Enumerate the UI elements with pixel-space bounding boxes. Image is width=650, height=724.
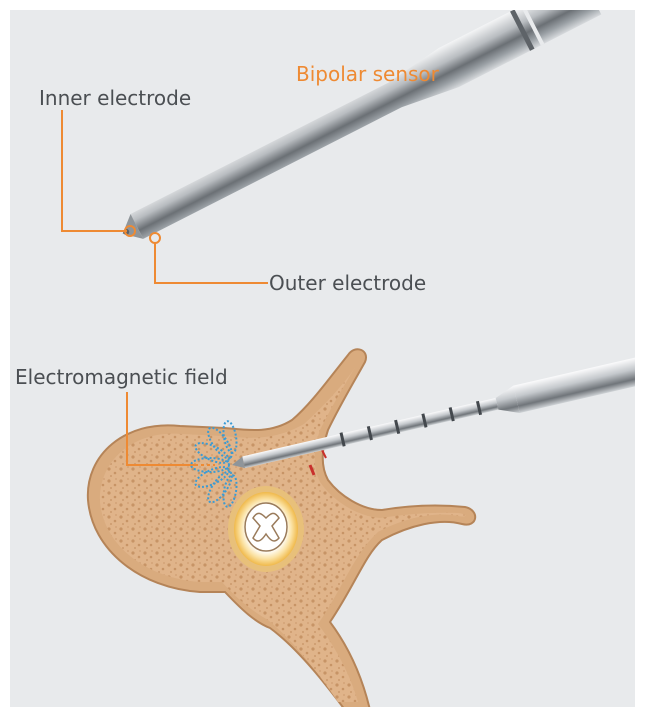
vertebra-cross-section-icon: [88, 349, 475, 707]
outer-electrode-label: Outer electrode: [269, 271, 426, 295]
bipolar-sensor-title: Bipolar sensor: [296, 62, 439, 86]
inner-electrode-label: Inner electrode: [39, 86, 191, 110]
diagram-panel: Bipolar sensor Inner electrode Outer ele…: [10, 10, 635, 707]
inner-electrode-leader: [62, 110, 135, 236]
bipolar-sensor-probe-icon: [113, 10, 602, 253]
diagram-illustration: [10, 10, 635, 707]
outer-electrode-leader: [150, 233, 268, 283]
electromagnetic-field-label: Electromagnetic field: [15, 365, 228, 389]
